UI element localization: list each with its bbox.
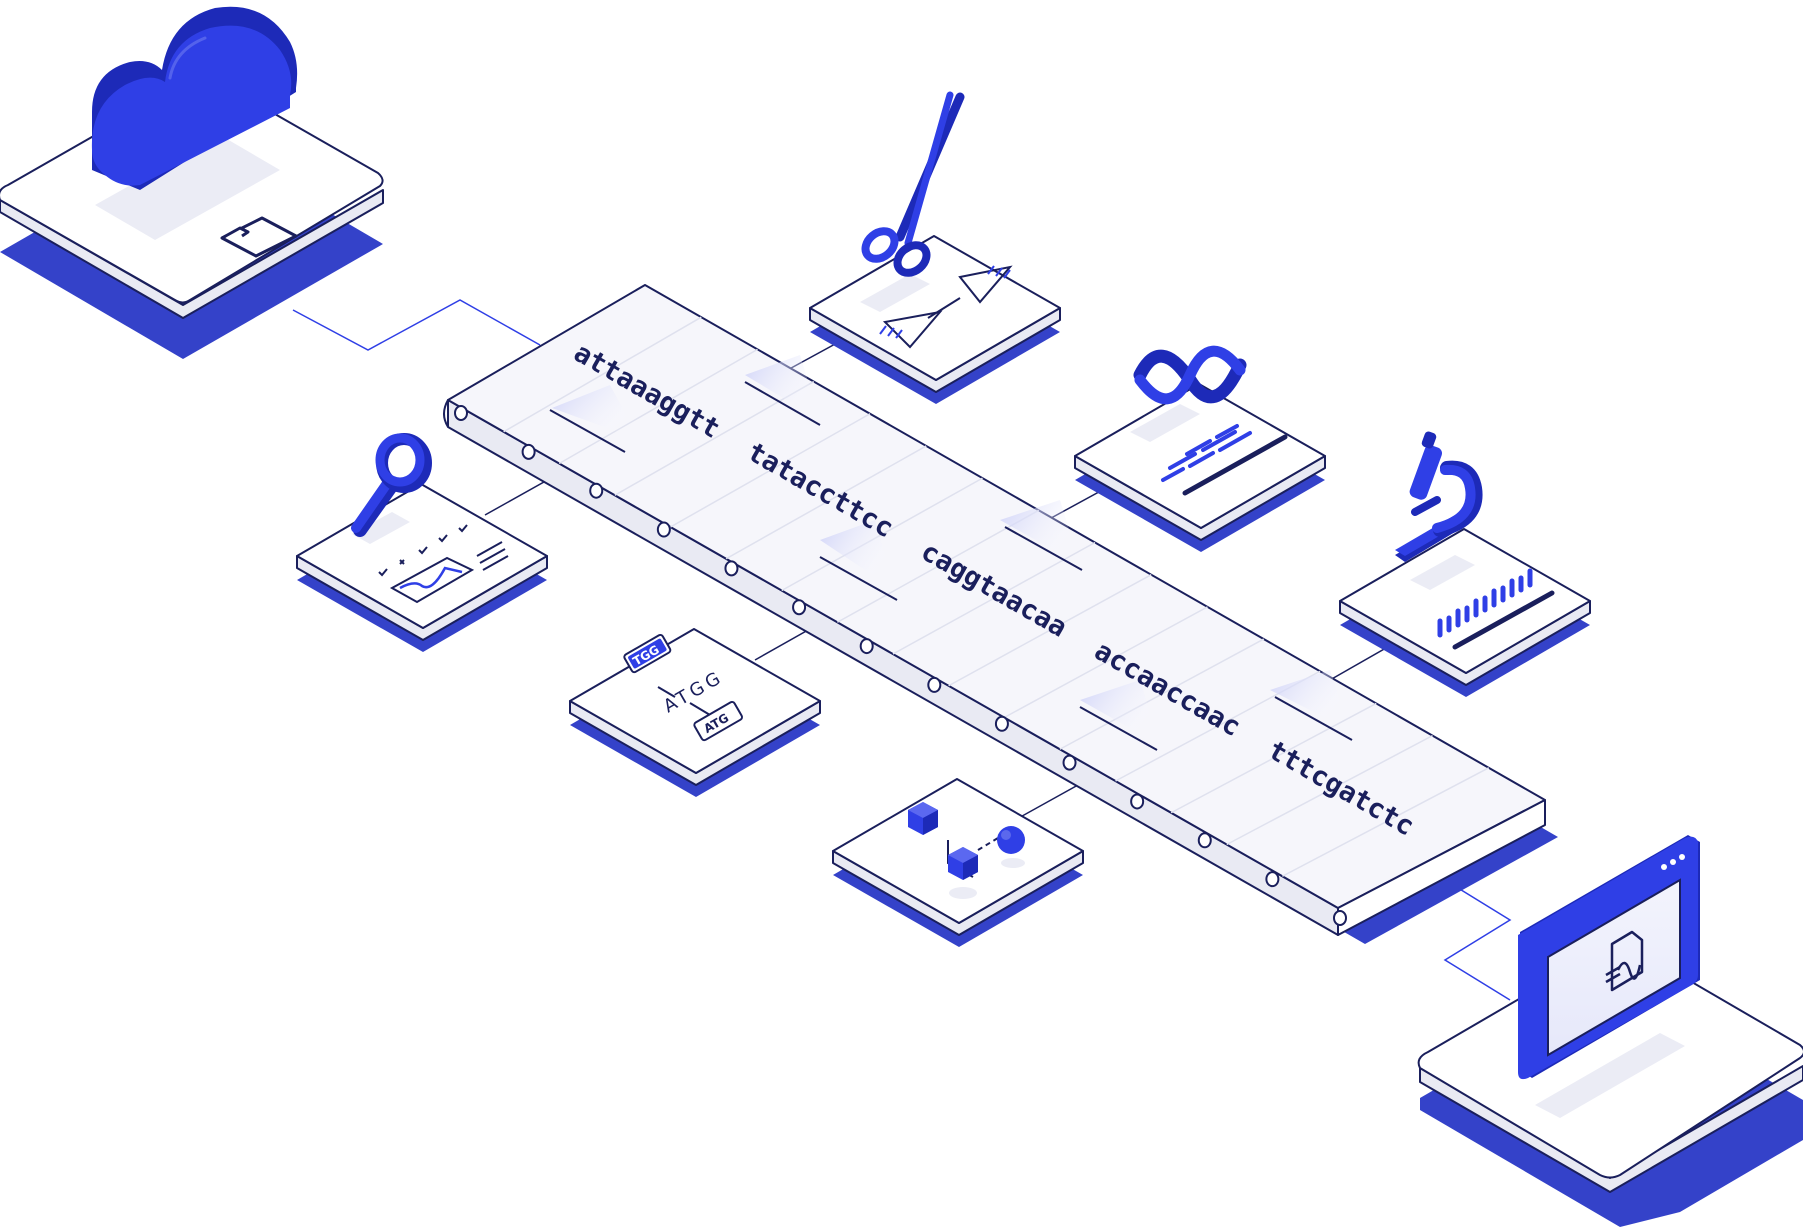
alignment-lines <box>1161 424 1288 496</box>
belt-stripe <box>1226 734 1433 846</box>
amplification-icon <box>879 265 1013 349</box>
belt-roller <box>792 599 807 616</box>
belt-stripe <box>725 445 927 560</box>
browser-output-platform <box>1417 835 1803 1227</box>
belt-stripe <box>1059 638 1265 750</box>
amplification-tile <box>809 91 1061 405</box>
cloud-icon <box>91 6 298 190</box>
cloud-storage-platform <box>0 6 384 359</box>
conveyor-belt: attaaaggtt tataccttcc caggtaacaa accaacc… <box>443 284 1558 944</box>
belt-roller <box>994 715 1009 732</box>
belt-roller <box>859 638 874 655</box>
belt-roller <box>1333 910 1347 926</box>
marker-row <box>378 524 468 577</box>
belt-stripe <box>837 509 1040 623</box>
belt-roller <box>1265 871 1280 888</box>
network-tile <box>832 778 1084 948</box>
analysis-tile <box>296 433 548 653</box>
belt-roller <box>1197 832 1212 849</box>
magnifier-icon <box>351 433 432 537</box>
belt-stripe <box>670 413 871 528</box>
belt-stripe <box>1282 767 1490 877</box>
belt-stripe <box>503 316 702 433</box>
belt-roller <box>1062 754 1077 771</box>
scissors-icon <box>861 91 965 277</box>
belt-stripe <box>558 348 758 465</box>
belt-roller <box>724 560 739 577</box>
belt-stripe <box>948 574 1152 687</box>
network-cube-icon <box>908 802 1025 899</box>
dna-icon <box>1133 345 1247 405</box>
sequencing-tile <box>1339 431 1591 698</box>
belt-roller <box>454 405 468 421</box>
browser-window-icon <box>1518 835 1700 1080</box>
highlight-bands <box>552 355 1350 745</box>
belt-roller <box>521 443 536 460</box>
belt-stripe <box>1003 606 1208 719</box>
motif-tile: TGG ATGG ATG <box>569 628 821 798</box>
belt-roller <box>589 482 604 499</box>
folder-icon <box>220 216 298 258</box>
belt-roller <box>656 521 671 538</box>
dna-file-icon <box>1605 930 1644 992</box>
chart-icon <box>389 541 509 604</box>
motif-diagram <box>657 686 711 716</box>
microscope-icon <box>1395 431 1483 562</box>
belt-stripe <box>614 380 815 496</box>
belt-stripe <box>781 477 983 592</box>
belt-roller <box>927 676 942 693</box>
bar-readout <box>1437 568 1555 650</box>
alignment-tile <box>1074 345 1326 553</box>
belt-roller <box>1130 793 1145 810</box>
belt-stripe <box>892 541 1096 655</box>
